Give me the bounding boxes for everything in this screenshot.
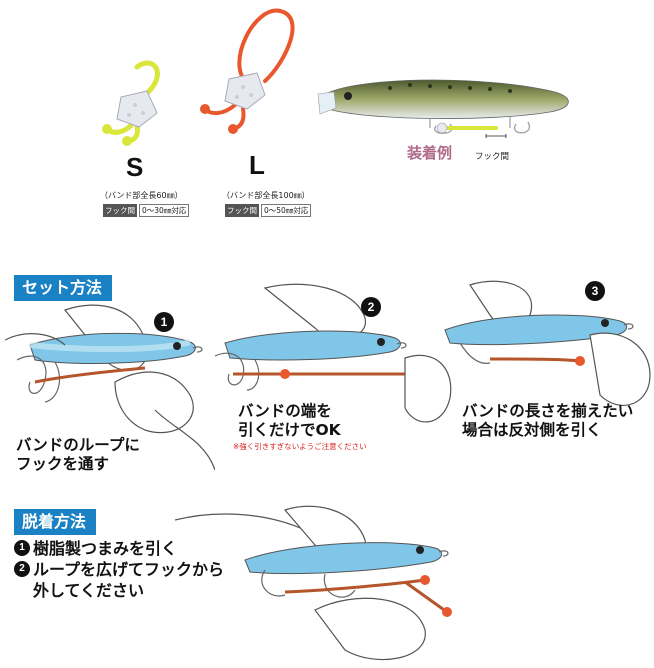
remove-step2-continuation: 外してください bbox=[33, 581, 145, 600]
remove-method-title: 脱着方法 bbox=[14, 509, 97, 535]
set-step3-number: 3 bbox=[585, 281, 605, 301]
remove-step2: 2 ループを広げてフックから bbox=[14, 559, 224, 580]
set-step1-caption: バンドのループに フックを通す bbox=[16, 436, 140, 474]
example-hook-gap: フック間 bbox=[475, 152, 510, 162]
set-step2-number: 2 bbox=[361, 297, 381, 317]
remove-step1-number: 1 bbox=[14, 540, 30, 556]
remove-step2-number: 2 bbox=[14, 561, 30, 577]
set-step2-caption: バンドの端を 引くだけでOK bbox=[238, 402, 341, 440]
set-step3-caption-line1: バンドの長さを揃えたい bbox=[462, 402, 634, 420]
size-l-range-value: 0〜50㎜対応 bbox=[261, 204, 312, 217]
set-step2-caption-line2: 引くだけでOK bbox=[238, 421, 341, 439]
set-step3-caption: バンドの長さを揃えたい 場合は反対側を引く bbox=[462, 402, 633, 440]
size-s-range-tag: フック間 bbox=[103, 204, 137, 217]
set-step3-illustration bbox=[444, 280, 651, 406]
product-s-image bbox=[102, 60, 160, 146]
example-lure-image bbox=[317, 79, 569, 138]
remove-step2-text: ループを広げてフックから bbox=[33, 560, 225, 579]
size-l-spec: （バンド部全長100㎜） bbox=[222, 191, 310, 200]
example-label: 装着例 bbox=[407, 144, 453, 162]
set-step2-illustration bbox=[214, 283, 452, 423]
size-l-range: フック間 0〜50㎜対応 bbox=[225, 204, 312, 217]
remove-illustration bbox=[175, 505, 452, 661]
size-l-range-tag: フック間 bbox=[225, 204, 259, 217]
size-s-spec: （バンド部全長60㎜） bbox=[100, 191, 183, 200]
product-l-image bbox=[200, 8, 295, 134]
size-s-letter: S bbox=[126, 152, 144, 182]
remove-step1: 1 樹脂製つまみを引く bbox=[14, 538, 224, 559]
set-step1-caption-line2: フックを通す bbox=[16, 455, 110, 473]
set-step1-caption-line1: バンドのループに bbox=[16, 436, 140, 454]
set-step2-caution: ※強く引きすぎないようご注意ください bbox=[233, 442, 367, 451]
size-s-range-value: 0〜30㎜対応 bbox=[139, 204, 190, 217]
set-step1-illustration bbox=[5, 304, 215, 471]
set-step3-caption-line2: 場合は反対側を引く bbox=[462, 421, 602, 439]
set-step1-number: 1 bbox=[154, 312, 174, 332]
set-method-title: セット方法 bbox=[14, 275, 113, 301]
set-step2-caption-line1: バンドの端を bbox=[238, 402, 332, 420]
size-l-letter: L bbox=[249, 150, 265, 180]
remove-step1-text: 樹脂製つまみを引く bbox=[33, 539, 178, 558]
remove-method-steps: 1 樹脂製つまみを引く 2 ループを広げてフックから 外してください bbox=[14, 538, 224, 601]
size-s-range: フック間 0〜30㎜対応 bbox=[103, 204, 190, 217]
